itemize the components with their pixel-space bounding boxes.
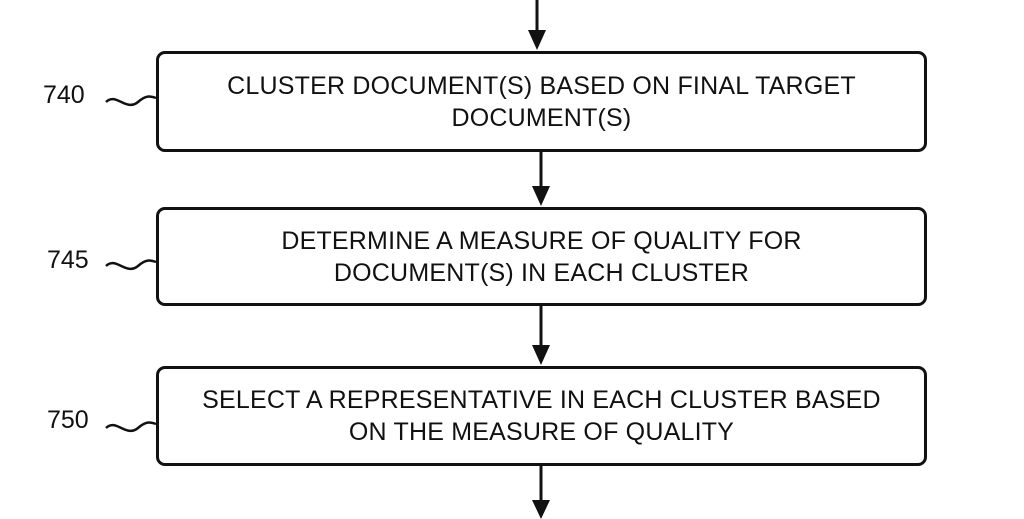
step-text-line: DOCUMENT(S) IN EACH CLUSTER [333, 258, 750, 287]
arrowhead-745-to-750 [532, 345, 550, 365]
step-text-line: CLUSTER DOCUMENT(S) BASED ON FINAL TARGE… [227, 71, 856, 100]
step-text-line: DOCUMENT(S) [451, 103, 632, 132]
step-box-determine-quality: DETERMINE A MEASURE OF QUALITY FOR DOCUM… [156, 207, 927, 306]
arrowhead-740-to-745 [532, 186, 550, 206]
step-text-line: ON THE MEASURE OF QUALITY [348, 418, 735, 446]
outgoing-arrowhead [532, 500, 550, 519]
step-text-line: SELECT A REPRESENTATIVE IN EACH CLUSTER … [202, 386, 881, 414]
ref-label-740: 740 [43, 81, 85, 109]
step-box-cluster-documents: CLUSTER DOCUMENT(S) BASED ON FINAL TARGE… [156, 51, 927, 152]
leader-750 [105, 421, 157, 433]
leader-745 [105, 259, 157, 271]
leader-740 [105, 95, 157, 107]
step-text-750: SELECT A REPRESENTATIVE IN EACH CLUSTER … [188, 384, 895, 448]
step-text-740: CLUSTER DOCUMENT(S) BASED ON FINAL TARGE… [213, 70, 870, 134]
incoming-arrowhead [528, 30, 546, 50]
step-text-line: DETERMINE A MEASURE OF QUALITY FOR [281, 226, 802, 255]
step-text-745: DETERMINE A MEASURE OF QUALITY FOR DOCUM… [267, 225, 815, 289]
step-box-select-representative: SELECT A REPRESENTATIVE IN EACH CLUSTER … [156, 366, 927, 466]
ref-label-750: 750 [47, 406, 89, 434]
ref-label-745: 745 [47, 246, 89, 274]
